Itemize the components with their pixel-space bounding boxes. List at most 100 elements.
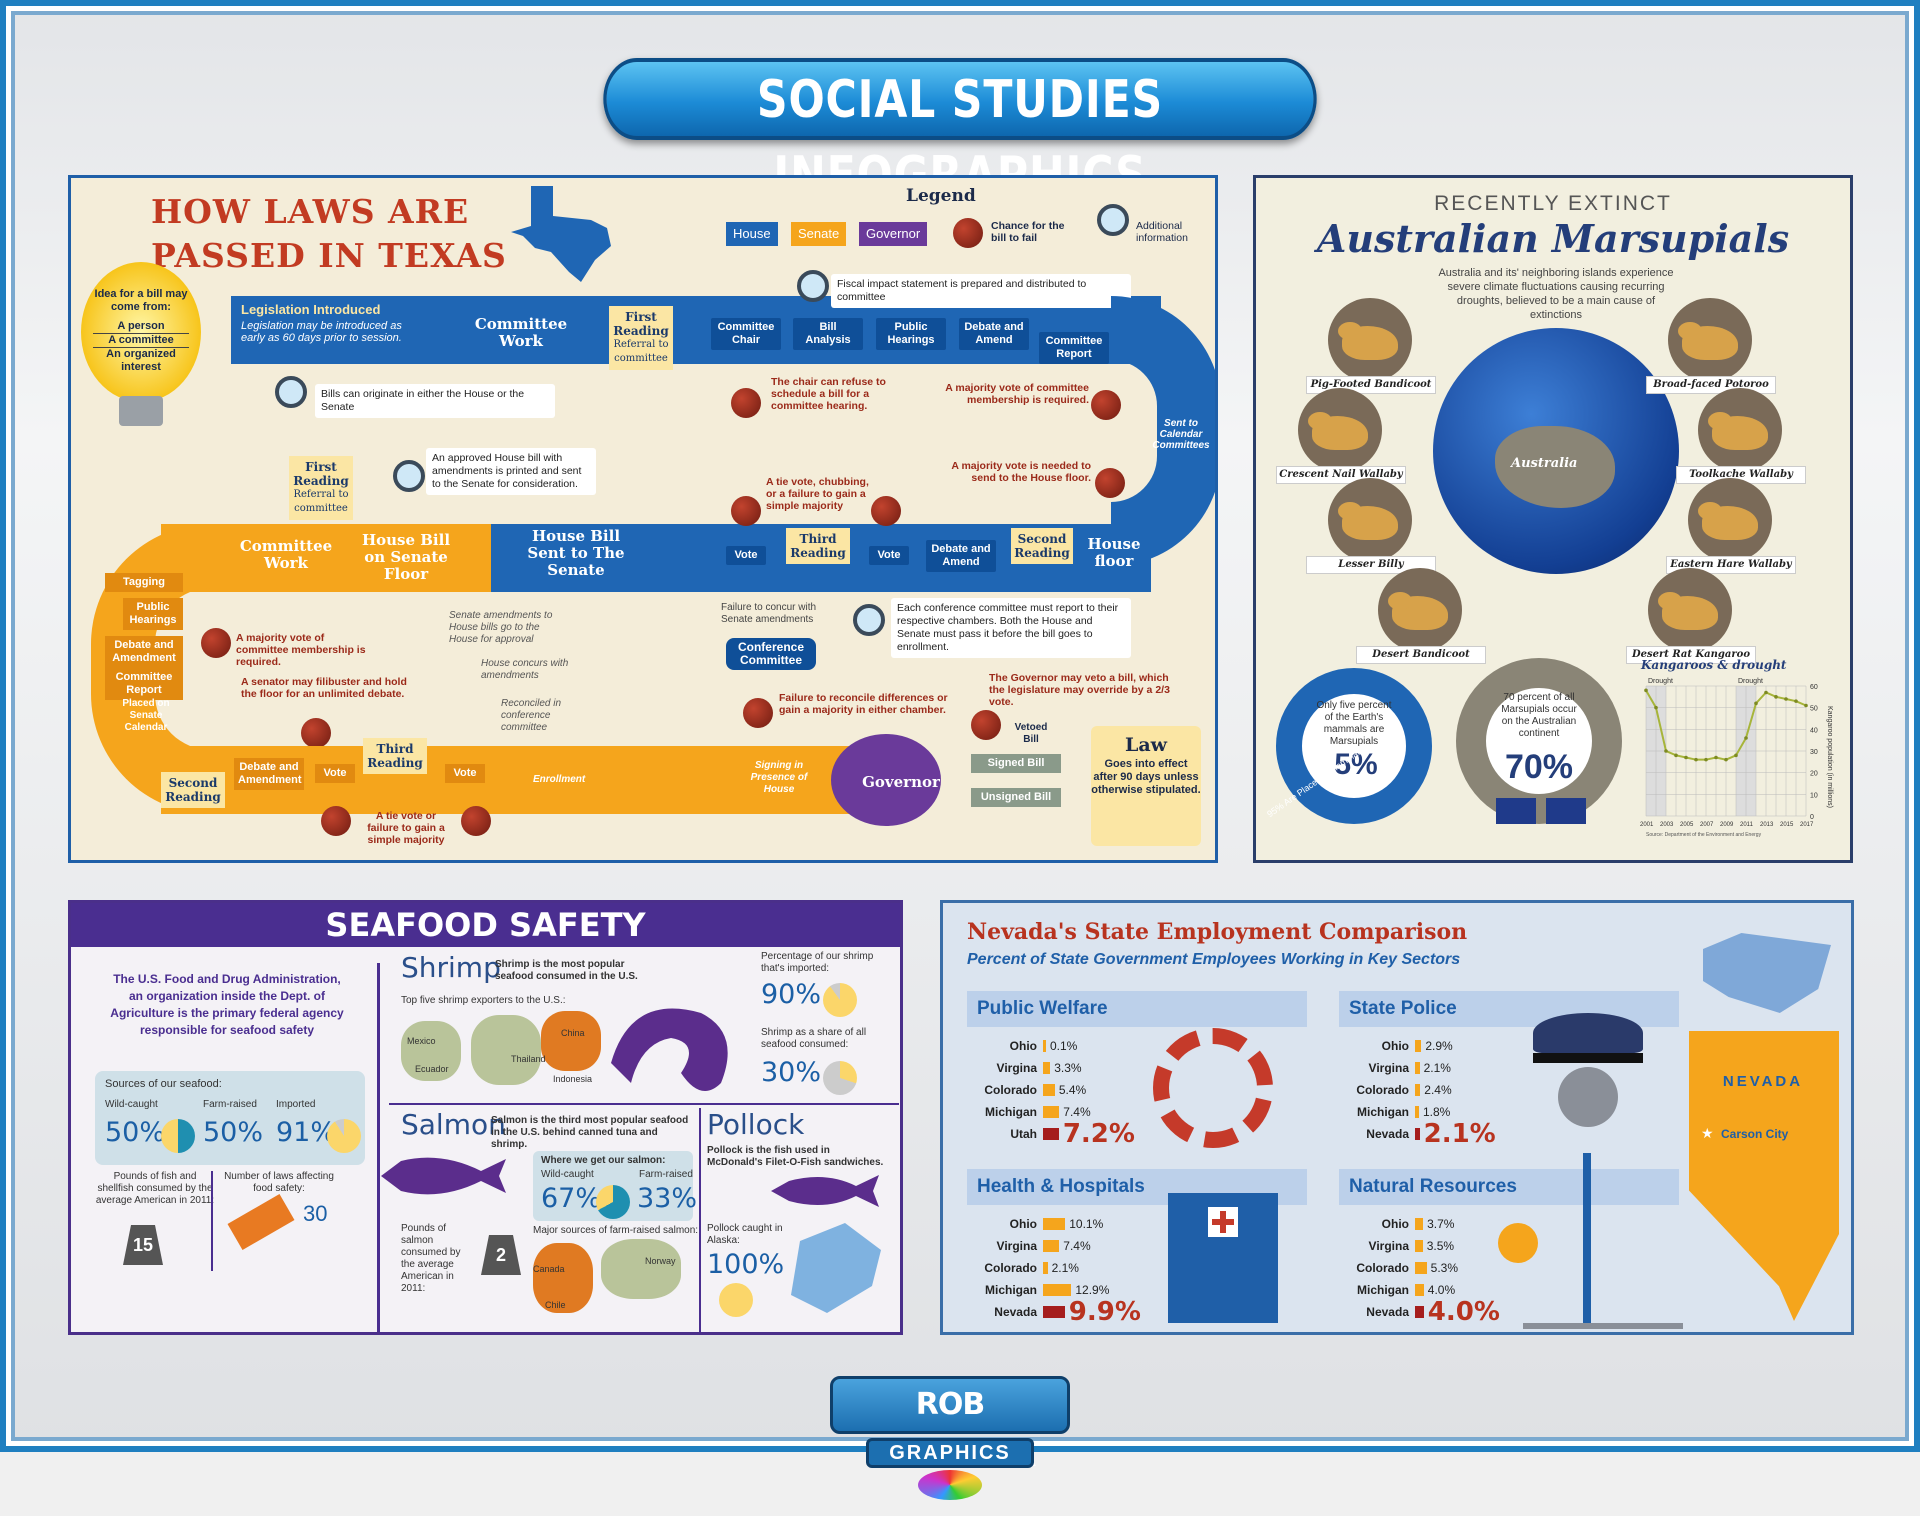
alaska-map	[791, 1223, 881, 1313]
australia-flag-icon	[1496, 798, 1536, 824]
x-tick-label: 2015	[1780, 822, 1794, 828]
signed-bill: Signed Bill	[971, 754, 1061, 773]
bar-mark	[1415, 1084, 1421, 1096]
salmon-wild: Wild-caught	[541, 1169, 594, 1180]
salmon-desc: Salmon is the third most popular seafood…	[491, 1115, 689, 1150]
laws-value: 30	[303, 1201, 328, 1226]
imported-label: Imported	[276, 1099, 316, 1110]
chair-refuse: The chair can refuse to schedule a bill …	[771, 376, 886, 412]
y-tick-label: 40	[1810, 727, 1818, 734]
bar-mark	[1415, 1262, 1427, 1274]
wild-label: Wild-caught	[105, 1099, 158, 1110]
house-concurs: House concurs with amendments	[481, 658, 569, 681]
committee-step: Debate and Amend	[959, 318, 1029, 350]
police-cap-icon	[1533, 1013, 1643, 1143]
data-point	[1704, 757, 1708, 762]
second-reading-senate: Second Reading	[161, 772, 225, 808]
governor-circle	[831, 734, 941, 826]
sent-calendar: Sent to Calendar Committees	[1152, 418, 1210, 451]
failure-concur: Failure to concur with Senate amendments	[721, 602, 817, 625]
salmon-wild-value: 67%	[541, 1183, 602, 1214]
sun-icon	[1498, 1223, 1538, 1263]
gavel-icon	[227, 1194, 295, 1250]
marsupials-infographic[interactable]: RECENTLY EXTINCT Australian Marsupials A…	[1253, 175, 1853, 863]
australia-shape	[1495, 426, 1615, 508]
animal-illustration	[1648, 568, 1732, 652]
legend-senate: Senate	[791, 222, 847, 246]
value-label: 5.3%	[1430, 1261, 1459, 1275]
drought-label: Drought	[1738, 678, 1763, 685]
data-point	[1694, 757, 1698, 762]
data-point	[1734, 753, 1738, 758]
value-label: 2.1%	[1423, 1119, 1496, 1149]
failure-reconcile: Failure to reconcile differences or gain…	[779, 692, 948, 716]
bomb-icon	[461, 806, 491, 836]
seafood-infographic[interactable]: SEAFOOD SAFETY The U.S. Food and Drug Ad…	[68, 900, 903, 1335]
bar-mark	[1043, 1240, 1060, 1252]
nevada-infographic[interactable]: Nevada's State Employment Comparison Per…	[940, 900, 1854, 1335]
value-label: 5.4%	[1058, 1083, 1087, 1097]
data-point	[1794, 699, 1798, 703]
governor: Governor	[862, 773, 940, 791]
value-label: 2.9%	[1425, 1039, 1453, 1053]
country-label: China	[561, 1028, 585, 1038]
data-point	[1724, 757, 1728, 762]
animal-illustration	[1298, 388, 1382, 472]
x-tick-label: 2003	[1660, 822, 1674, 828]
wild-pie	[161, 1119, 195, 1153]
legend-info: Additional information	[1136, 220, 1188, 244]
x-tick-label: 2009	[1720, 822, 1734, 828]
idea-box: Idea for a bill may come from: A person …	[93, 288, 189, 373]
placed-calendar: Placed on Senate Calendar	[122, 698, 170, 733]
wild-value: 50%	[105, 1117, 166, 1148]
stat2-value: 70%	[1504, 748, 1574, 786]
second-reading-house: Second Reading	[1011, 528, 1073, 564]
senate-tie: A tie vote or failure to gain a simple m…	[367, 810, 445, 846]
data-point	[1744, 736, 1748, 740]
bar-mark	[1043, 1262, 1048, 1274]
stat1-text: Only five percent of the Earth's mammals…	[1316, 700, 1392, 747]
bomb-icon	[971, 710, 1001, 740]
shrimp-desc: Shrimp is the most popular seafood consu…	[495, 959, 638, 982]
data-point	[1644, 688, 1648, 693]
source-label: Source: Department of the Environment an…	[1646, 832, 1762, 838]
y-axis-label: Kangaroo population (in millions)	[1826, 706, 1833, 808]
divider	[211, 1171, 213, 1271]
pounds-text: Pounds of fish and shellfish consumed by…	[95, 1171, 215, 1206]
x-tick-label: 2011	[1740, 822, 1754, 828]
conference-committee[interactable]: Conference Committee	[726, 638, 816, 670]
bomb-icon	[1095, 468, 1125, 498]
unsigned-bill: Unsigned Bill	[971, 788, 1061, 807]
state-label: Ohio	[1009, 1039, 1037, 1053]
pollock-pie	[719, 1283, 753, 1317]
nevada-title: Nevada's State Employment Comparison	[967, 919, 1468, 945]
country-label: Chile	[545, 1300, 566, 1310]
bar-mark	[1415, 1240, 1423, 1252]
stat1-value: 5%	[1334, 748, 1378, 781]
bar-mark	[1043, 1128, 1059, 1140]
y-tick-label: 10	[1810, 792, 1818, 799]
stat-ring-70	[1456, 658, 1622, 824]
ground	[1523, 1323, 1683, 1329]
sector-header: Natural Resources	[1339, 1169, 1679, 1205]
country-label: Ecuador	[415, 1064, 449, 1074]
magnifier-icon	[1097, 204, 1129, 236]
state-label: Michigan	[984, 1283, 1037, 1297]
map-asia	[541, 1011, 601, 1071]
animal-label: Desert Rat Kangaroo	[1626, 646, 1756, 664]
bar-mark	[1043, 1284, 1072, 1296]
magnifier-icon	[393, 460, 425, 492]
state-label: Virgina	[996, 1061, 1037, 1075]
third-reading-house: Third Reading	[786, 528, 850, 564]
stat2-text: 70 percent of all Marsupials occur on th…	[1501, 692, 1577, 739]
animal-illustration	[1668, 298, 1752, 382]
y-tick-label: 20	[1810, 771, 1818, 778]
bar-mark	[1043, 1062, 1051, 1074]
legend-chance: Chance for the bill to fail	[991, 220, 1065, 244]
bar-mark	[1415, 1040, 1422, 1052]
bomb-icon	[201, 628, 231, 658]
state-label: Michigan	[1356, 1105, 1409, 1119]
value-label: 4.0%	[1427, 1283, 1456, 1297]
state-label: Colorado	[984, 1261, 1037, 1275]
